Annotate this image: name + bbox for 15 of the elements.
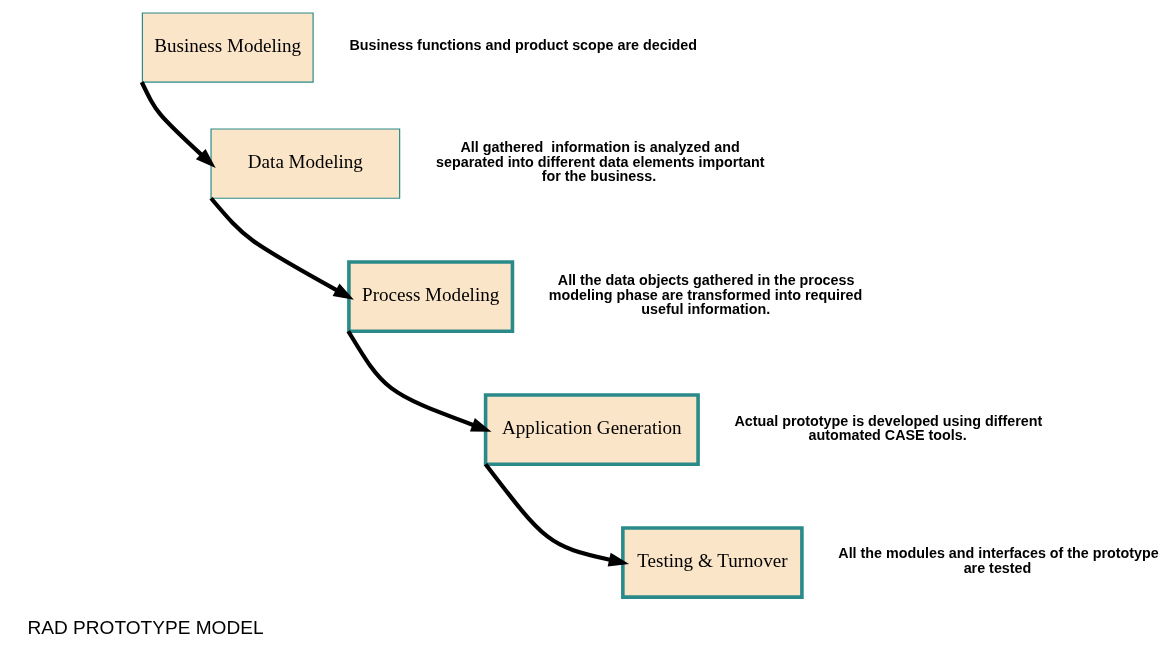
arrow bbox=[483, 462, 630, 567]
diagram-title: RAD PROTOTYPE MODEL bbox=[27, 617, 264, 639]
node-box: Testing & Turnover bbox=[621, 526, 804, 599]
node-box: Process Modeling bbox=[347, 260, 515, 333]
node-box: Application Generation bbox=[483, 393, 700, 466]
node-label: All gathered information is analyzed and separated into different data elements important for the business. bbox=[436, 139, 765, 185]
node-box: Data Modeling bbox=[210, 128, 401, 199]
node-label: All the modules and interfaces of the prototype are tested bbox=[838, 545, 1159, 576]
node-label: All the data objects gathered in the process modeling phase are transformed into required useful information. bbox=[548, 272, 863, 318]
node-label: Business functions and product scope are decided bbox=[349, 37, 698, 54]
arrow bbox=[346, 330, 492, 432]
node-label: Actual prototype is developed using different automated CASE tools. bbox=[734, 412, 1043, 443]
arrow bbox=[139, 81, 216, 168]
arrow bbox=[209, 196, 354, 300]
node-box: Business Modeling bbox=[141, 12, 314, 83]
